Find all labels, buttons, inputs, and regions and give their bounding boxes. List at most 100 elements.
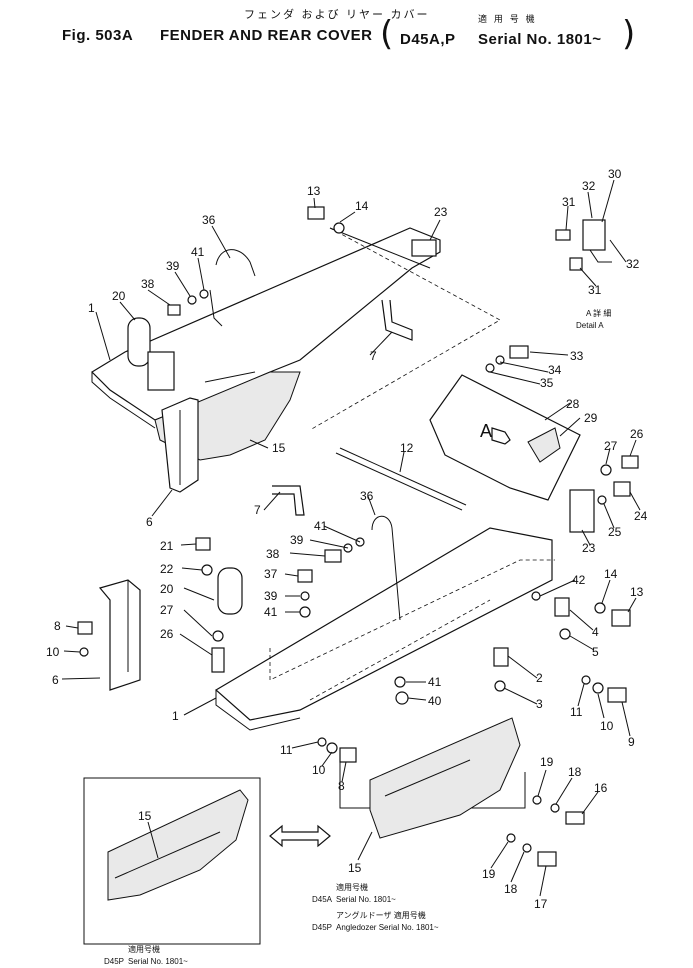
bolt-9 bbox=[607, 687, 627, 703]
callout-31: 31 bbox=[562, 195, 576, 209]
callout-8: 8 bbox=[54, 619, 61, 633]
middle-rear-cover-assembly: A bbox=[335, 345, 639, 533]
washer-19-a bbox=[532, 795, 542, 805]
callout-12: 12 bbox=[400, 441, 414, 455]
callout-14-lower: 14 bbox=[604, 567, 618, 581]
callout-31-b: 31 bbox=[588, 283, 602, 297]
callout-42: 42 bbox=[572, 573, 586, 587]
callout-9: 9 bbox=[628, 735, 635, 749]
callout-14: 14 bbox=[355, 199, 369, 213]
grab-handle-20 bbox=[127, 317, 151, 367]
upper-fender-hidden-outline bbox=[309, 227, 501, 431]
note-left-model: D45P bbox=[104, 957, 124, 966]
alt-panel-line bbox=[114, 831, 221, 879]
callout-10-left: 10 bbox=[312, 763, 326, 777]
inset-frame bbox=[83, 777, 261, 945]
callout-1: 1 bbox=[88, 301, 95, 315]
callout-22: 22 bbox=[160, 562, 174, 576]
interchange-arrow bbox=[269, 824, 331, 848]
detail-a-marker: A bbox=[480, 421, 492, 441]
washer-14-lower bbox=[594, 602, 606, 614]
note-left-serial: Serial No. 1801~ bbox=[128, 957, 188, 966]
bolt-8-lower bbox=[339, 747, 357, 763]
detail-a-arrow bbox=[491, 427, 511, 445]
callout-18: 18 bbox=[568, 765, 582, 779]
lower-fender-plate-1 bbox=[214, 527, 553, 721]
callout-19: 19 bbox=[540, 755, 554, 769]
callout-32: 32 bbox=[582, 179, 596, 193]
nut-27-right bbox=[600, 464, 612, 476]
handrail-36 bbox=[209, 249, 256, 327]
lower-fender-hidden-2 bbox=[309, 599, 491, 701]
spacer-42 bbox=[531, 591, 541, 601]
washer-18-b bbox=[522, 843, 532, 853]
callout-15-d45a: 15 bbox=[348, 861, 362, 875]
washer-3 bbox=[494, 680, 506, 692]
callout-33: 33 bbox=[570, 349, 584, 363]
callout-38-b: 38 bbox=[266, 547, 280, 561]
callout-23-lower: 23 bbox=[582, 541, 596, 555]
washer-5 bbox=[559, 628, 571, 640]
callout-41: 41 bbox=[191, 245, 205, 259]
washer-35 bbox=[485, 363, 495, 373]
callout-3: 3 bbox=[536, 697, 543, 711]
handle-base bbox=[147, 351, 175, 391]
leader-lines bbox=[61, 179, 641, 897]
upper-fender-assembly bbox=[91, 206, 501, 493]
washer-14-upper bbox=[333, 222, 345, 234]
rear-cover-slot bbox=[204, 371, 256, 383]
callout-16: 16 bbox=[594, 781, 608, 795]
callout-23: 23 bbox=[434, 205, 448, 219]
callout-15-d45p: 15 bbox=[138, 809, 152, 823]
bolt-24 bbox=[613, 481, 631, 497]
callout-20-lower: 20 bbox=[160, 582, 174, 596]
callout-41-b: 41 bbox=[314, 519, 328, 533]
open-paren: ( bbox=[380, 14, 394, 54]
callout-24: 24 bbox=[634, 509, 648, 523]
callout-41-d: 41 bbox=[428, 675, 442, 689]
rear-cover-panel-line bbox=[384, 759, 471, 797]
grab-handle-20-lower bbox=[217, 567, 243, 615]
callout-39: 39 bbox=[166, 259, 180, 273]
handrail-36-lower bbox=[371, 515, 401, 621]
nut-27-lower bbox=[212, 630, 224, 642]
washer-41-upper bbox=[199, 289, 209, 299]
bolt-2 bbox=[493, 647, 509, 667]
washer-10-left bbox=[79, 647, 89, 657]
callout-29: 29 bbox=[584, 411, 598, 425]
callout-36: 36 bbox=[202, 213, 216, 227]
callout-10: 10 bbox=[46, 645, 60, 659]
bracket-23-lower bbox=[569, 489, 595, 533]
upper-fender-plate bbox=[91, 227, 441, 421]
bolt-21 bbox=[195, 537, 211, 551]
detail-a-label: Detail A bbox=[576, 321, 604, 330]
rear-cover-panel-15-alt bbox=[107, 789, 249, 901]
callout-10-right: 10 bbox=[600, 719, 614, 733]
callout-36-lower: 36 bbox=[360, 489, 374, 503]
bracket-7-upper bbox=[381, 299, 413, 341]
callout-18-b: 18 bbox=[504, 882, 518, 896]
applicable-models-japanese: 適 用 号 機 bbox=[478, 15, 537, 25]
washer-39-lower bbox=[300, 591, 310, 601]
bracket-7-lower bbox=[272, 485, 305, 516]
title-japanese: フェンダ および リヤー カバー bbox=[244, 8, 430, 21]
callout-41-c: 41 bbox=[264, 605, 278, 619]
callout-27-lower: 27 bbox=[160, 603, 174, 617]
callout-7-lower: 7 bbox=[254, 503, 261, 517]
callout-1-lower: 1 bbox=[172, 709, 179, 723]
callout-17: 17 bbox=[534, 897, 548, 911]
note-right-serial-1: Serial No. 1801~ bbox=[336, 895, 396, 904]
callout-11-left: 11 bbox=[280, 743, 293, 757]
washer-25 bbox=[597, 495, 607, 505]
callout-28: 28 bbox=[566, 397, 580, 411]
bolt-17 bbox=[537, 851, 557, 867]
note-right-jp-1: 適用号機 bbox=[336, 882, 368, 892]
callout-7: 7 bbox=[370, 349, 377, 363]
detail-a-bolt-31-lower bbox=[569, 257, 583, 271]
callout-8-lower: 8 bbox=[338, 779, 345, 793]
figure-title: FENDER AND REAR COVER bbox=[160, 27, 373, 44]
callout-34: 34 bbox=[548, 363, 562, 377]
bolt-38-upper bbox=[167, 304, 181, 316]
bolt-8-left bbox=[77, 621, 93, 635]
